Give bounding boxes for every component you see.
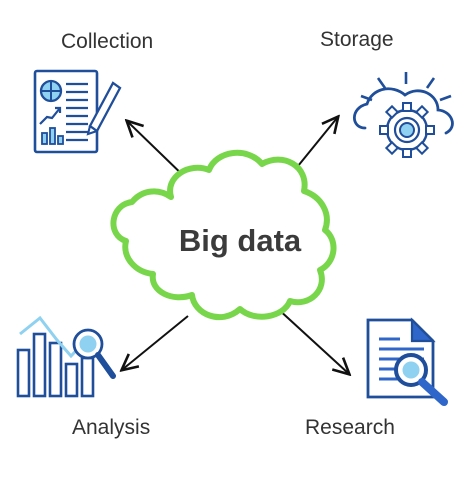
storage-label: Storage bbox=[320, 28, 394, 51]
arrow-to-research bbox=[276, 307, 348, 373]
document-magnifier-icon bbox=[366, 317, 448, 406]
document-report-icon bbox=[33, 69, 122, 154]
arrow-to-analysis bbox=[123, 315, 189, 369]
analysis-label: Analysis bbox=[72, 416, 151, 439]
big-data-title: Big data bbox=[178, 223, 302, 258]
bar-chart-magnifier-icon bbox=[16, 315, 116, 398]
big-data-cloud bbox=[110, 149, 337, 321]
collection-label: Collection bbox=[61, 30, 154, 53]
cloud-gear-icon bbox=[352, 72, 454, 158]
research-label: Research bbox=[305, 416, 395, 439]
